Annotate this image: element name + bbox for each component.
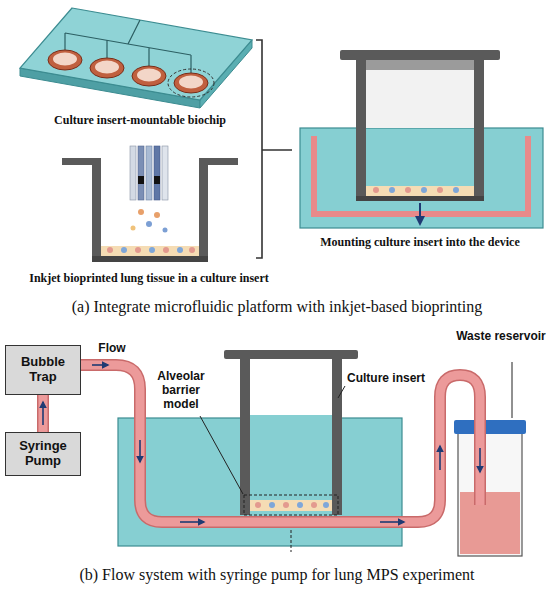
cell: [323, 502, 329, 508]
cell: [107, 247, 113, 253]
well: [95, 61, 119, 74]
droplet: [154, 212, 160, 218]
insert-rim: [366, 60, 474, 70]
cell: [283, 502, 289, 508]
well: [174, 73, 208, 93]
cell: [149, 247, 155, 253]
droplet: [131, 226, 136, 231]
biochip: [20, 8, 252, 108]
well: [132, 66, 166, 86]
insert-wall: [199, 158, 208, 262]
flow-label: Flow: [90, 342, 134, 356]
inkjet-head: [154, 146, 160, 200]
tube-outline: [81, 365, 480, 522]
cell: [421, 187, 427, 193]
well: [48, 50, 82, 70]
flow-arrow: [439, 446, 441, 470]
insert-medium: [250, 415, 332, 500]
cell: [255, 502, 261, 508]
inkjet-head: [162, 146, 168, 200]
highlight-circle: [168, 69, 214, 97]
reservoir-tube: [458, 428, 522, 556]
microchannel: [65, 20, 191, 73]
lung-tissue: [366, 186, 474, 196]
device-channel: [314, 136, 528, 214]
flow-arrow: [380, 521, 404, 523]
cell: [297, 502, 303, 508]
reservoir-liquid: [460, 492, 520, 554]
tube: [81, 365, 480, 522]
insert-membrane: [92, 256, 208, 262]
inkjet-head: [138, 146, 144, 200]
figure-label: Mounting culture insert into the device: [290, 236, 550, 250]
flow-arrow: [180, 521, 204, 523]
device-block: [300, 128, 543, 228]
leader-line: [338, 386, 345, 398]
nozzle-band: [138, 176, 144, 184]
droplet: [138, 209, 144, 215]
cell: [311, 502, 317, 508]
cell: [163, 247, 169, 253]
figure-label: Inkjet bioprinted lung tissue in a cultu…: [3, 272, 295, 286]
reservoir-cap: [454, 420, 526, 434]
cell: [189, 247, 195, 253]
process-box: Syringe Pump: [5, 432, 81, 476]
cell: [121, 247, 127, 253]
tube: [39, 395, 48, 432]
section-line: [291, 530, 292, 552]
tube-connector: [43, 395, 44, 432]
droplet: [146, 221, 152, 227]
flow-arrow: [42, 402, 44, 425]
insert-wall: [92, 158, 101, 262]
flow-arrow: [479, 448, 481, 472]
mounted-device: [300, 50, 543, 228]
flow-arrow: [92, 364, 108, 366]
insert-wall: [356, 58, 366, 200]
cell: [269, 502, 275, 508]
cell: [453, 187, 459, 193]
part-label: Alveolar barrier model: [148, 370, 214, 411]
insert-wall: [474, 58, 484, 200]
leader-line: [200, 416, 243, 494]
leader-line: [512, 362, 513, 418]
chip-top: [20, 8, 252, 100]
lung-tissue: [101, 246, 199, 256]
part-label: Culture insert: [347, 372, 433, 386]
insert-interior: [366, 60, 474, 128]
cell: [389, 187, 395, 193]
box-text: Syringe Pump: [12, 439, 74, 469]
droplet: [163, 228, 168, 233]
cell: [177, 247, 183, 253]
box-text: Bubble Trap: [12, 355, 74, 385]
insert-wall: [332, 355, 342, 515]
insert-membrane: [356, 196, 484, 201]
well: [53, 53, 77, 66]
process-box: Bubble Trap: [5, 345, 81, 395]
mount-arrow: [419, 203, 421, 224]
bracket: [256, 40, 292, 258]
cell: [405, 187, 411, 193]
cell: [135, 247, 141, 253]
printing-insert: [62, 146, 238, 262]
inkjet-head: [130, 146, 136, 200]
well: [90, 58, 124, 78]
cell: [437, 187, 443, 193]
model-outline: [244, 495, 338, 515]
inkjet-head: [146, 146, 152, 200]
part-label: Waste reservoir: [452, 330, 550, 344]
subfigure-caption: (b) Flow system with syringe pump for lu…: [10, 566, 544, 584]
well: [137, 69, 161, 82]
flow-system: [81, 350, 526, 556]
tube-outline: [37, 395, 49, 432]
alveolar-tissue: [250, 500, 332, 511]
flow-arrow: [139, 440, 141, 462]
subfigure-caption: (a) Integrate microfluidic platform with…: [10, 298, 544, 316]
cell: [373, 187, 379, 193]
figure-label: Culture insert-mountable biochip: [30, 114, 250, 128]
well: [179, 76, 203, 89]
nozzle-band: [154, 176, 160, 184]
